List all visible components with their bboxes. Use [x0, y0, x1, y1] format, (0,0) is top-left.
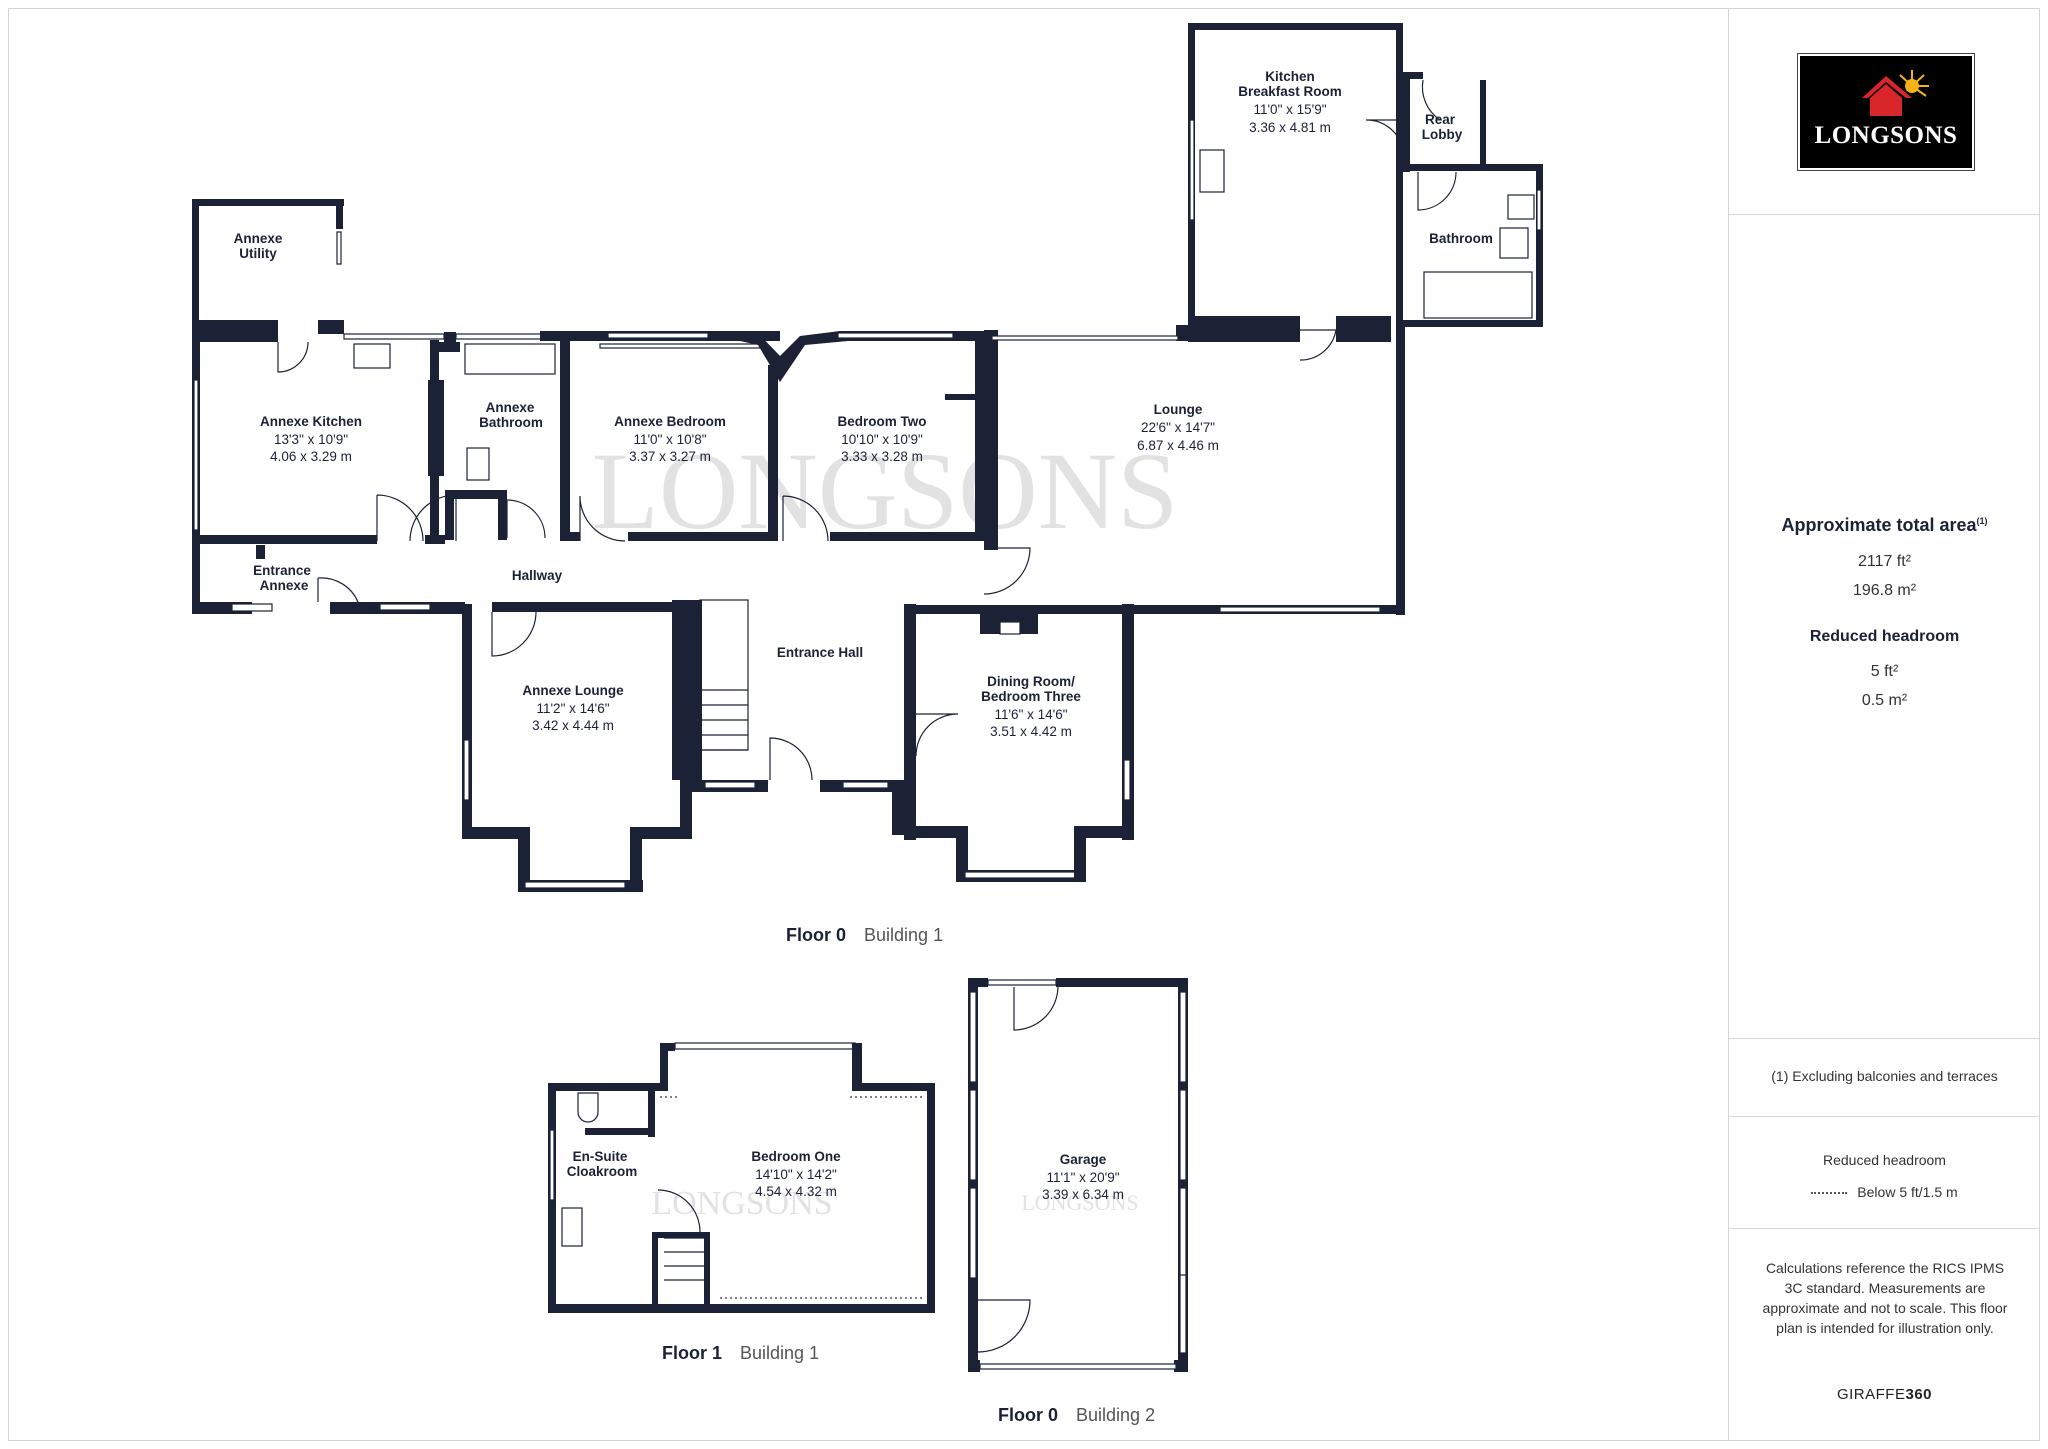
floor0-building2-labels: Garage 11'1" x 20'9" 3.39 x 6.34 m Floor…: [998, 1152, 1155, 1425]
lounge-imperial: 22'6" x 14'7": [1141, 420, 1215, 435]
area-title: Approximate total area(1): [1781, 515, 1988, 535]
lounge-metric: 6.87 x 4.46 m: [1137, 438, 1219, 453]
bedroom-two-name: Bedroom Two: [838, 414, 927, 429]
floor-plan: .w { fill: #1c2236; } .win { fill: #ffff…: [192, 23, 1543, 1425]
area-ft: 2117 ft²: [1857, 553, 1912, 570]
divider: [1729, 1228, 2040, 1229]
divider: [1729, 214, 2040, 215]
dining-room-imperial: 11'6" x 14'6": [994, 707, 1067, 722]
annexe-kitchen-name: Annexe Kitchen: [260, 414, 362, 429]
floor0-building1-walls: [192, 23, 1543, 892]
garage-imperial: 11'1" x 20'9": [1046, 1170, 1119, 1185]
watermark-main: LONGSONS: [592, 430, 1179, 552]
annexe-bedroom-metric: 3.37 x 3.27 m: [629, 449, 711, 464]
annexe-bedroom-name: Annexe Bedroom: [614, 414, 726, 429]
entrance-hall-name: Entrance Hall: [777, 645, 863, 660]
divider: [1729, 1116, 2040, 1117]
page-frame: [8, 8, 2040, 1441]
kitchen-breakfast-imperial: 11'0" x 15'9": [1253, 102, 1326, 117]
watermark-garage: LONGSONS: [1021, 1190, 1138, 1215]
annexe-bedroom-imperial: 11'0" x 10'8": [633, 432, 706, 447]
garage-metric: 3.39 x 6.34 m: [1042, 1187, 1124, 1202]
annexe-lounge-metric: 3.42 x 4.44 m: [532, 718, 614, 733]
annexe-kitchen-imperial: 13'3" x 10'9": [274, 432, 348, 447]
balcony-note: (1) Excluding balconies and terraces: [1771, 1068, 1998, 1084]
dining-room-name: Dining Room/Bedroom Three: [981, 674, 1081, 704]
legend-row: Below 5 ft/1.5 m: [1729, 1184, 2040, 1200]
lounge-name: Lounge: [1154, 402, 1203, 417]
bedroom-two-metric: 3.33 x 3.28 m: [841, 449, 923, 464]
floor1-building1-walls: [548, 1042, 935, 1313]
reduced-headroom-title: Reduced headroom: [1809, 628, 1960, 645]
legend-title: Reduced headroom: [1823, 1152, 1946, 1168]
bedroom-one-metric: 4.54 x 4.32 m: [755, 1184, 837, 1199]
garage-name: Garage: [1060, 1152, 1107, 1167]
annexe-lounge-name: Annexe Lounge: [522, 683, 624, 698]
giraffe360-brand: GIRAFFE360: [1836, 1386, 1933, 1403]
reduced-ft: 5 ft²: [1870, 663, 1899, 680]
reduced-m: 0.5 m²: [1861, 692, 1908, 709]
bedroom-one-name: Bedroom One: [751, 1149, 841, 1164]
info-sidebar: LONGSONS Approximate total area(1) 2117 …: [1728, 8, 2040, 1441]
bathroom-name: Bathroom: [1429, 231, 1493, 246]
floor0-building2-walls: [968, 978, 1188, 1372]
house-roof-icon: [1862, 70, 1929, 116]
floor0-building1-doors: [277, 79, 1535, 781]
longsons-logo: LONGSONS: [1797, 53, 1975, 171]
divider: [1729, 1038, 2040, 1039]
bedroom-two-imperial: 10'10" x 10'9": [841, 432, 923, 447]
kitchen-breakfast-metric: 3.36 x 4.81 m: [1249, 120, 1331, 135]
dotted-line-icon: [1811, 1192, 1848, 1195]
annexe-lounge-imperial: 11'2" x 14'6": [536, 701, 609, 716]
dining-room-metric: 3.51 x 4.42 m: [990, 724, 1072, 739]
calculation-note: Calculations reference the RICS IPMS 3C …: [1762, 1260, 2008, 1336]
hallway-name: Hallway: [512, 568, 563, 583]
bedroom-one-imperial: 14'10" x 14'2": [755, 1167, 837, 1182]
logo-text: LONGSONS: [1814, 122, 1958, 149]
area-m: 196.8 m²: [1852, 582, 1917, 599]
annexe-kitchen-metric: 4.06 x 3.29 m: [270, 449, 352, 464]
watermark-floor1: LONGSONS: [651, 1185, 832, 1222]
